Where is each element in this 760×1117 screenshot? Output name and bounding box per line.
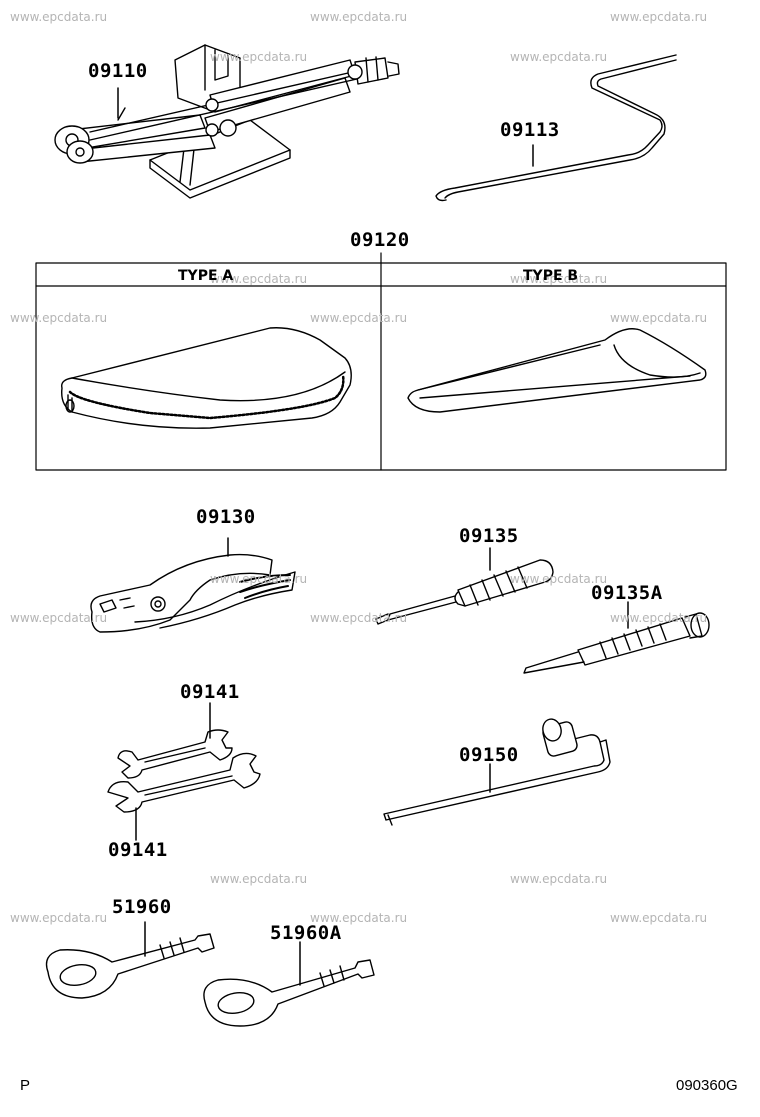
wrench-top-drawing bbox=[118, 703, 232, 778]
watermark: www.epcdata.ru bbox=[510, 572, 608, 586]
pliers-drawing bbox=[91, 538, 295, 632]
watermark: www.epcdata.ru bbox=[10, 10, 108, 24]
jack-handle-drawing bbox=[436, 55, 676, 201]
watermark: www.epcdata.ru bbox=[310, 911, 408, 925]
watermark: www.epcdata.ru bbox=[510, 272, 608, 286]
watermark: www.epcdata.ru bbox=[610, 311, 708, 325]
tool-bag-type-b-header: TYPE B bbox=[523, 268, 579, 284]
part-label-pliers: 09130 bbox=[196, 506, 256, 528]
part-label-screwdriver: 09135 bbox=[459, 525, 519, 547]
towing-eye-alt-drawing bbox=[204, 942, 374, 1026]
part-label-jack-handle: 09113 bbox=[500, 119, 560, 141]
screwdriver-alt-drawing bbox=[524, 602, 709, 673]
watermark: www.epcdata.ru bbox=[610, 10, 708, 24]
illustration-code: 090360G bbox=[676, 1077, 738, 1094]
tool-bag-type-a-drawing bbox=[62, 328, 352, 428]
watermark: www.epcdata.ru bbox=[10, 311, 108, 325]
scissor-jack-drawing bbox=[55, 45, 399, 198]
tool-bag-type-b-drawing bbox=[408, 329, 706, 412]
watermark: www.epcdata.ru bbox=[510, 50, 608, 64]
watermark: www.epcdata.ru bbox=[210, 50, 308, 64]
part-label-wrench-top: 09141 bbox=[180, 681, 240, 703]
part-label-screwdriver-alt: 09135A bbox=[591, 582, 663, 604]
watermark: www.epcdata.ru bbox=[510, 872, 608, 886]
page-code-left: P bbox=[20, 1077, 31, 1094]
watermark: www.epcdata.ru bbox=[610, 611, 708, 625]
wrench-bottom-drawing bbox=[108, 753, 260, 840]
part-label-towing-eye-alt: 51960A bbox=[270, 922, 342, 944]
wheel-nut-wrench-drawing bbox=[384, 717, 610, 825]
watermark: www.epcdata.ru bbox=[610, 911, 708, 925]
watermark: www.epcdata.ru bbox=[210, 872, 308, 886]
watermark: www.epcdata.ru bbox=[310, 10, 408, 24]
part-label-jack: 09110 bbox=[88, 60, 148, 82]
watermark: www.epcdata.ru bbox=[10, 911, 108, 925]
screwdriver-drawing bbox=[376, 548, 553, 624]
watermark: www.epcdata.ru bbox=[310, 611, 408, 625]
part-label-wheel-nut-wrench: 09150 bbox=[459, 744, 519, 766]
watermark: www.epcdata.ru bbox=[210, 272, 308, 286]
towing-eye-drawing bbox=[47, 922, 215, 998]
part-label-towing-eye: 51960 bbox=[112, 896, 172, 918]
tool-bag-type-a-header: TYPE A bbox=[178, 268, 234, 284]
watermark: www.epcdata.ru bbox=[210, 572, 308, 586]
watermark: www.epcdata.ru bbox=[310, 311, 408, 325]
watermark: www.epcdata.ru bbox=[10, 611, 108, 625]
part-label-wrench-bottom: 09141 bbox=[108, 839, 168, 861]
part-label-tool-bag: 09120 bbox=[350, 229, 410, 251]
